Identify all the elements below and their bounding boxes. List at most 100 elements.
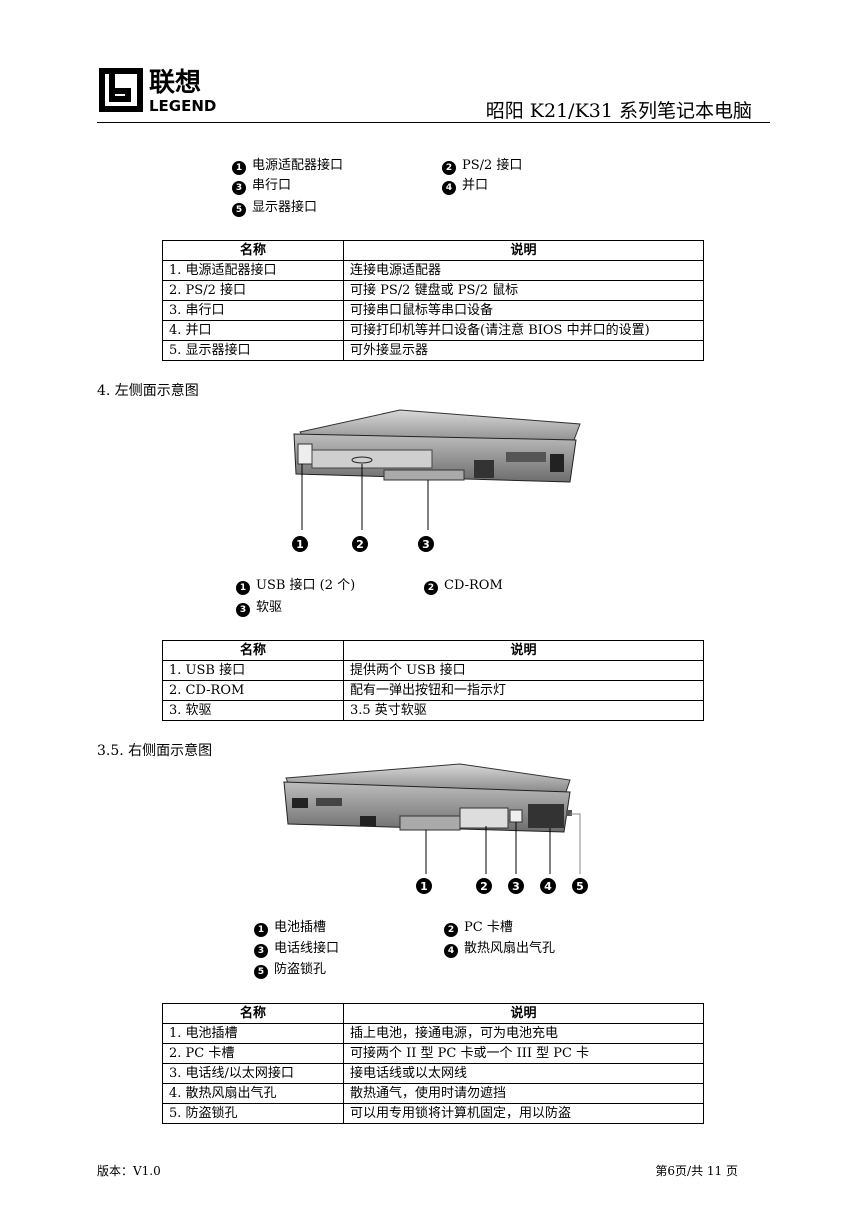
table-header-name: 名称 — [162, 1003, 344, 1024]
laptop-right-side-figure: 1 2 3 4 5 — [283, 763, 588, 894]
right-callout-3: 3 — [508, 878, 524, 894]
table-cell: 4. 并口 — [162, 320, 344, 341]
rear-legend-1: 1 电源适配器接口 — [232, 156, 343, 176]
left-legend-2: 2 CD-ROM — [424, 576, 503, 596]
right-legend-label: 散热风扇出气孔 — [464, 941, 556, 956]
callout-2-icon: 2 — [444, 923, 458, 937]
rear-ports-table: 名称 说明 1. 电源适配器接口连接电源适配器 2. PS/2 接口可接 PS/… — [162, 240, 704, 361]
table-cell: 2. CD-ROM — [162, 680, 344, 701]
laptop-left-side-figure: 1 2 3 — [292, 409, 581, 552]
right-callout-2: 2 — [476, 878, 492, 894]
callout-3-icon: 3 — [232, 181, 246, 195]
table-header-desc: 说明 — [343, 640, 704, 661]
table-cell: 3. 电话线/以太网接口 — [162, 1063, 344, 1084]
callout-3-icon: 3 — [236, 603, 250, 617]
right-legend-label: 电池插槽 — [274, 920, 327, 935]
table-cell: 4. 散热风扇出气孔 — [162, 1083, 344, 1104]
table-header-name: 名称 — [162, 240, 344, 261]
table-row: 1. 电池插槽插上电池，接通电源，可为电池充电 — [162, 1023, 704, 1044]
right-legend-label: 电话线接口 — [274, 941, 340, 956]
rear-legend-2: 2 PS/2 接口 — [442, 156, 522, 176]
table-row: 4. 并口可接打印机等并口设备(请注意 BIOS 中并口的设置) — [162, 320, 704, 341]
table-cell: 3. 串行口 — [162, 300, 344, 321]
rear-legend-label: 串行口 — [252, 178, 292, 193]
table-cell: 5. 防盗锁孔 — [162, 1103, 344, 1124]
callout-text: 1 — [296, 538, 304, 551]
right-callout-1: 1 — [416, 878, 432, 894]
table-cell: 插上电池，接通电源，可为电池充电 — [343, 1023, 704, 1044]
callout-text: 3 — [512, 880, 520, 893]
table-cell: 1. 电池插槽 — [162, 1023, 344, 1044]
right-side-table: 名称 说明 1. 电池插槽插上电池，接通电源，可为电池充电 2. PC 卡槽可接… — [162, 1003, 704, 1124]
section-heading-right-side: 3.5. 右侧面示意图 — [97, 743, 213, 759]
callout-5-icon: 5 — [254, 965, 268, 979]
table-cell: 1. USB 接口 — [162, 660, 344, 681]
table-header-desc: 说明 — [343, 240, 704, 261]
table-row: 3. 串行口可接串口鼠标等串口设备 — [162, 300, 704, 321]
callout-4-icon: 4 — [442, 181, 456, 195]
right-legend-2: 2 PC 卡槽 — [444, 918, 513, 938]
rear-legend-3: 3 串行口 — [232, 176, 291, 196]
right-legend-4: 4 散热风扇出气孔 — [444, 939, 555, 959]
header-divider — [97, 122, 770, 123]
table-cell: 可接两个 II 型 PC 卡或一个 III 型 PC 卡 — [343, 1043, 704, 1064]
document-title: 昭阳 K21/K31 系列笔记本电脑 — [485, 100, 752, 122]
callout-2-icon: 2 — [424, 581, 438, 595]
table-cell: 5. 显示器接口 — [162, 340, 344, 361]
table-header-desc: 说明 — [343, 1003, 704, 1024]
left-callout-1: 1 — [292, 536, 308, 552]
table-cell: 2. PS/2 接口 — [162, 280, 344, 301]
callout-2-icon: 2 — [442, 161, 456, 175]
section-heading-left-side: 4. 左侧面示意图 — [97, 383, 199, 399]
right-legend-label: PC 卡槽 — [464, 920, 513, 935]
table-row: 5. 防盗锁孔可以用专用锁将计算机固定，用以防盗 — [162, 1103, 704, 1124]
table-cell: 1. 电源适配器接口 — [162, 260, 344, 281]
rear-legend-label: 电源适配器接口 — [252, 158, 344, 173]
table-header-row: 名称 说明 — [162, 240, 704, 261]
callout-text: 2 — [480, 880, 488, 893]
rear-legend-label: 并口 — [462, 178, 489, 193]
table-cell: 可以用专用锁将计算机固定，用以防盗 — [343, 1103, 704, 1124]
legend-logo: 联想 LEGEND — [97, 64, 223, 116]
callout-3-icon: 3 — [254, 944, 268, 958]
table-header-row: 名称 说明 — [162, 1003, 704, 1024]
right-callout-4: 4 — [540, 878, 556, 894]
left-callout-2: 2 — [352, 536, 368, 552]
callout-1-icon: 1 — [236, 581, 250, 595]
table-cell: 3. 软驱 — [162, 700, 344, 721]
left-legend-label: CD-ROM — [444, 578, 503, 593]
table-cell: 可外接显示器 — [343, 340, 704, 361]
callout-5-icon: 5 — [232, 203, 246, 217]
rear-legend-label: 显示器接口 — [252, 200, 318, 215]
table-cell: 连接电源适配器 — [343, 260, 704, 281]
logo-en-text: LEGEND — [149, 97, 216, 115]
table-row: 5. 显示器接口可外接显示器 — [162, 340, 704, 361]
table-cell: 可接打印机等并口设备(请注意 BIOS 中并口的设置) — [343, 320, 704, 341]
table-cell: 可接 PS/2 键盘或 PS/2 鼠标 — [343, 280, 704, 301]
logo-cn-text: 联想 — [149, 68, 201, 98]
right-legend-label: 防盗锁孔 — [274, 962, 327, 977]
table-cell: 散热通气，使用时请勿遮挡 — [343, 1083, 704, 1104]
right-legend-5: 5 防盗锁孔 — [254, 960, 326, 980]
rear-legend-label: PS/2 接口 — [462, 158, 523, 173]
table-row: 1. 电源适配器接口连接电源适配器 — [162, 260, 704, 281]
footer-page-number: 第6页/共 11 页 — [655, 1164, 738, 1178]
table-header-row: 名称 说明 — [162, 640, 704, 661]
right-callout-5: 5 — [572, 878, 588, 894]
table-header-name: 名称 — [162, 640, 344, 661]
callout-text: 4 — [544, 880, 552, 893]
table-cell: 2. PC 卡槽 — [162, 1043, 344, 1064]
footer-version: 版本：V1.0 — [97, 1164, 161, 1178]
callout-4-icon: 4 — [444, 944, 458, 958]
left-callout-3: 3 — [418, 536, 434, 552]
table-cell: 可接串口鼠标等串口设备 — [343, 300, 704, 321]
right-legend-3: 3 电话线接口 — [254, 939, 339, 959]
table-row: 2. PC 卡槽可接两个 II 型 PC 卡或一个 III 型 PC 卡 — [162, 1043, 704, 1064]
callout-1-icon: 1 — [232, 161, 246, 175]
callout-text: 5 — [576, 880, 584, 893]
